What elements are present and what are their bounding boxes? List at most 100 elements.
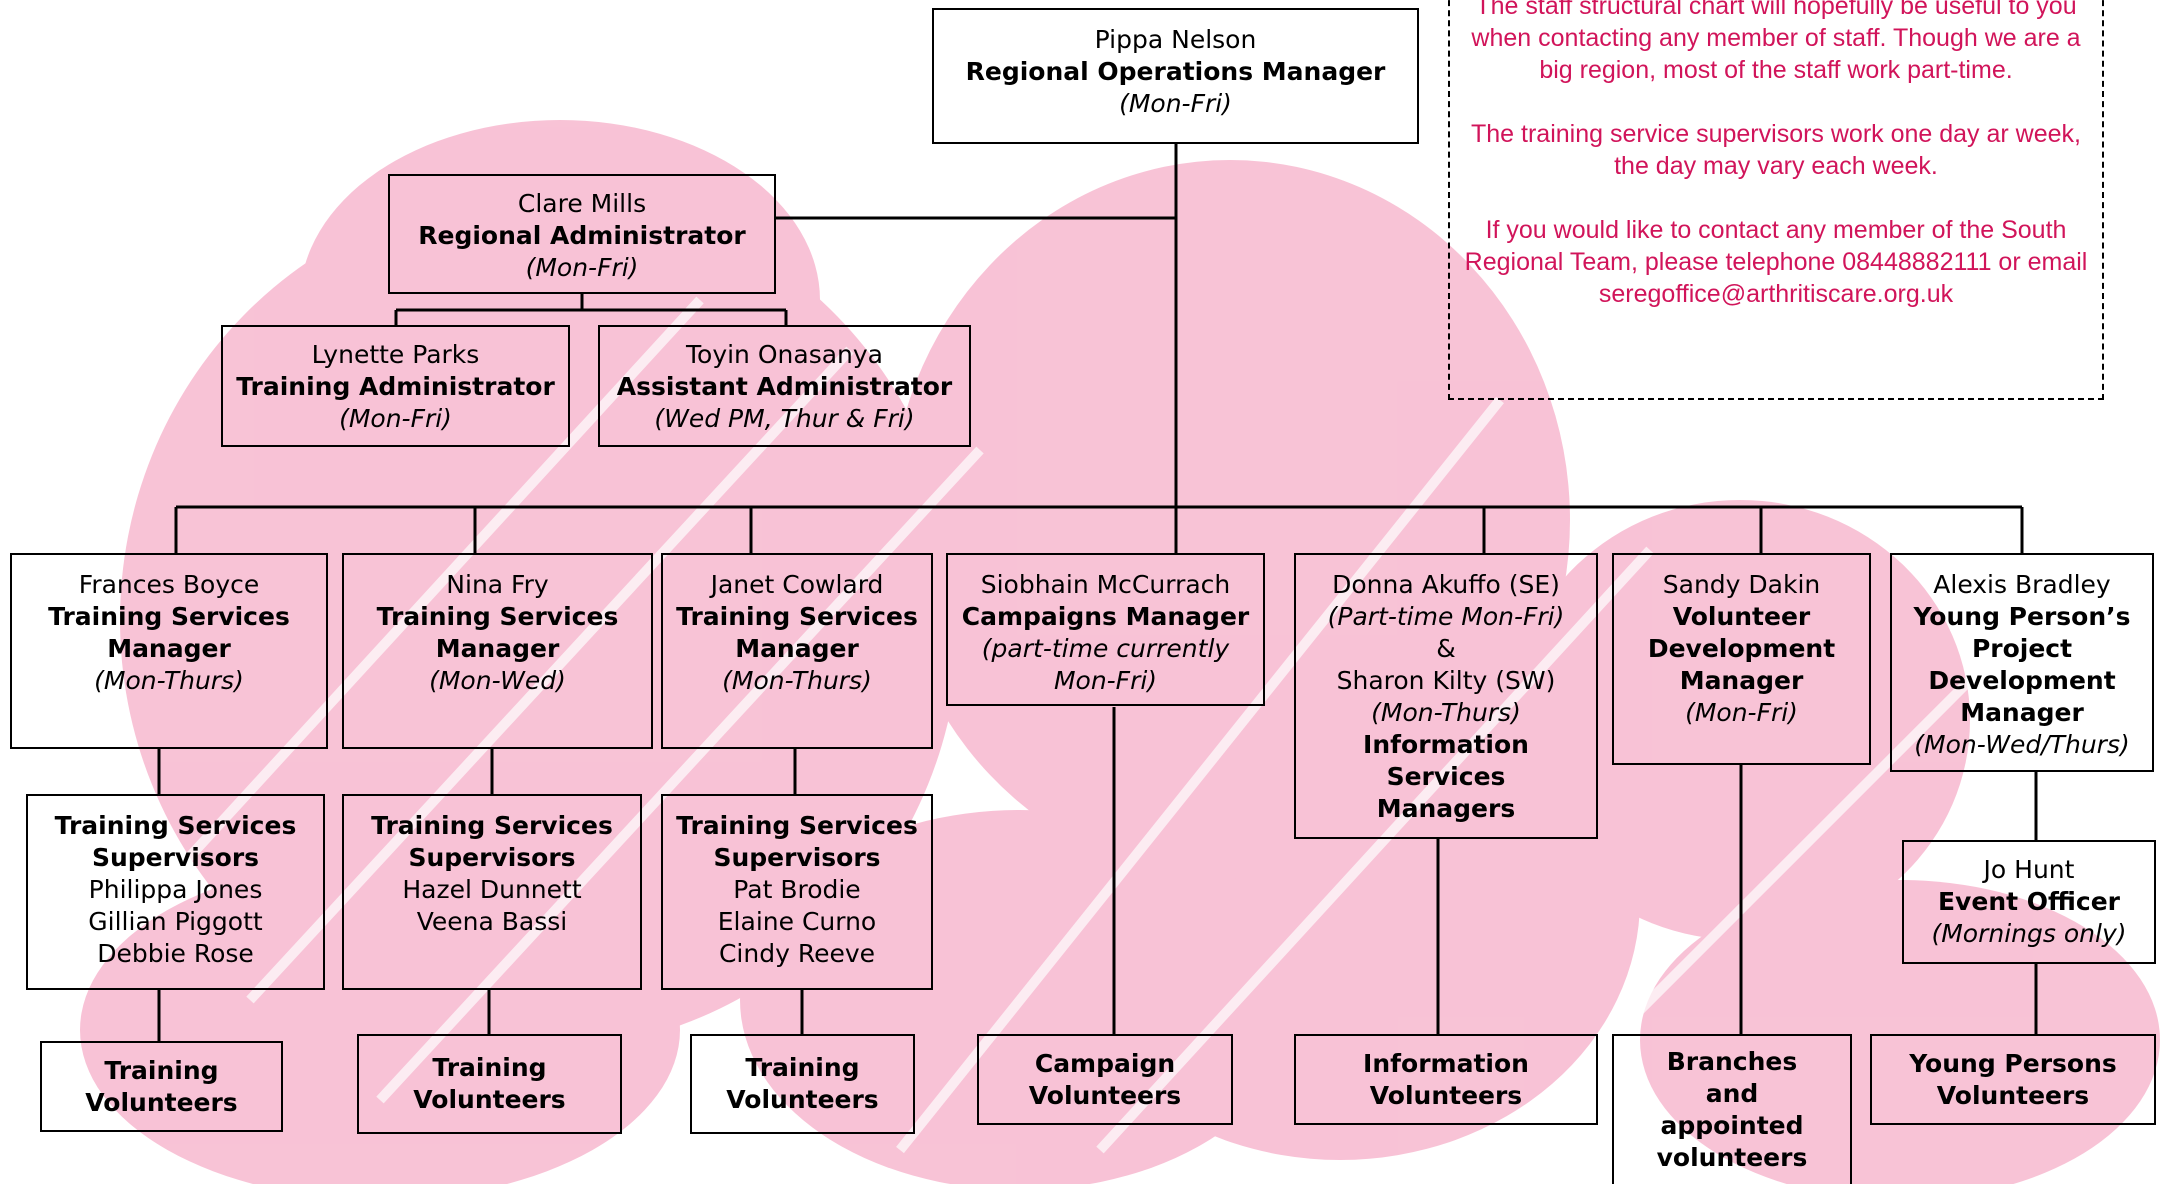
role-title-line: Manager	[735, 634, 859, 663]
manager-box-siobhain-mccurrach: Siobhain McCurrach Campaigns Manager (pa…	[946, 553, 1265, 706]
role-title-line: Training Services	[676, 602, 918, 631]
working-hours-2: (Mon-Thurs)	[1371, 698, 1521, 727]
role-title-line: Manager	[435, 634, 560, 663]
contact-note: The staff structural chart will hopefull…	[1448, 0, 2104, 400]
volunteers-box-campaign: Campaign Volunteers	[977, 1034, 1233, 1125]
volunteers-line: Volunteers	[1369, 1080, 1523, 1110]
role-title-line: Training Services	[54, 811, 297, 840]
note-paragraph-3: If you would like to contact any member …	[1464, 216, 2088, 308]
person-name: Pippa Nelson	[1094, 25, 1257, 54]
supervisor-name: Hazel Dunnett	[402, 875, 582, 904]
person-name: Janet Cowlard	[710, 570, 884, 599]
manager-box-janet-cowlard: Janet Cowlard Training Services Manager …	[661, 553, 933, 749]
supervisor-name: Debbie Rose	[97, 939, 254, 968]
volunteers-line: Information	[1363, 1048, 1529, 1078]
person-name: Sandy Dakin	[1662, 570, 1821, 599]
manager-box-nina-fry: Nina Fry Training Services Manager (Mon-…	[342, 553, 653, 749]
person-name: Lynette Parks	[311, 340, 480, 369]
person-name: Toyin Onasanya	[686, 340, 883, 369]
role-title-line: Services	[1386, 762, 1506, 791]
working-hours: (Mon-Fri)	[339, 404, 452, 433]
role-title-line: Campaigns Manager	[961, 602, 1250, 631]
supervisor-name: Gillian Piggott	[88, 907, 263, 936]
supervisor-name: Cindy Reeve	[718, 939, 876, 968]
person-name: Frances Boyce	[78, 570, 260, 599]
working-hours: (Mon-Wed/Thurs)	[1914, 730, 2130, 759]
role-title-line: Development	[1647, 634, 1836, 663]
role-title-line: Development	[1928, 666, 2116, 695]
person-name-2: Sharon Kilty (SW)	[1336, 666, 1556, 695]
volunteers-line: Campaign	[1034, 1048, 1176, 1078]
role-title: Regional Operations Manager	[965, 57, 1386, 86]
volunteers-line: Training	[432, 1053, 547, 1082]
volunteers-line: and	[1705, 1079, 1759, 1108]
volunteers-box-training-3: Training Volunteers	[690, 1034, 915, 1134]
ampersand: &	[1436, 634, 1456, 663]
supervisor-name: Veena Bassi	[416, 907, 568, 936]
role-title: Regional Administrator	[418, 221, 746, 250]
role-title-line: Training Services	[371, 811, 613, 840]
volunteers-box-training-1: Training Volunteers	[40, 1041, 283, 1132]
volunteers-line: Volunteers	[413, 1085, 566, 1114]
role-title-line: Training Services	[48, 602, 290, 631]
role-title-line: Training Services	[676, 811, 918, 840]
person-name: Clare Mills	[517, 189, 647, 218]
manager-box-sandy-dakin: Sandy Dakin Volunteer Development Manage…	[1612, 553, 1871, 765]
role-title-line: Supervisors	[408, 843, 576, 872]
working-hours: (Mon-Thurs)	[722, 666, 872, 695]
role-title-line: Young Person’s	[1913, 602, 2131, 631]
supervisor-name: Pat Brodie	[733, 875, 861, 904]
volunteers-line: Volunteers	[1028, 1080, 1182, 1110]
person-name: Alexis Bradley	[1933, 570, 2111, 599]
role-title-line: Volunteer	[1672, 602, 1811, 631]
role-title: Training Administrator	[236, 372, 555, 401]
volunteers-line: volunteers	[1656, 1143, 1808, 1172]
supervisors-box-3: Training Services Supervisors Pat Brodie…	[661, 794, 933, 990]
note-paragraph-1: The staff structural chart will hopefull…	[1471, 0, 2081, 84]
role-title-line: Supervisors	[91, 843, 260, 872]
regional-operations-manager-box: Pippa Nelson Regional Operations Manager…	[932, 8, 1419, 144]
working-hours: (Wed PM, Thur & Fri)	[654, 404, 915, 433]
supervisors-box-2: Training Services Supervisors Hazel Dunn…	[342, 794, 642, 990]
role-title-line: Managers	[1376, 794, 1516, 823]
volunteers-line: Volunteers	[85, 1087, 238, 1117]
supervisor-name: Philippa Jones	[88, 875, 263, 904]
supervisors-box-1: Training Services Supervisors Philippa J…	[26, 794, 325, 990]
volunteers-line: appointed	[1660, 1111, 1804, 1140]
volunteers-line: Volunteers	[726, 1085, 879, 1114]
person-name: Donna Akuffo (SE)	[1332, 570, 1560, 599]
role-title-line: Information	[1363, 730, 1529, 759]
volunteers-line: Training	[104, 1055, 219, 1085]
person-name: Siobhain McCurrach	[980, 570, 1231, 599]
person-name: Jo Hunt	[1983, 855, 2075, 884]
manager-box-frances-boyce: Frances Boyce Training Services Manager …	[10, 553, 328, 749]
working-hours: (Mon-Fri)	[1685, 698, 1798, 727]
regional-administrator-box: Clare Mills Regional Administrator (Mon-…	[388, 174, 776, 294]
working-hours: (Part-time Mon-Fri)	[1327, 602, 1565, 631]
working-hours: (Mornings only)	[1931, 919, 2127, 948]
working-hours-line: Mon-Fri)	[1053, 666, 1158, 695]
volunteers-line: Young Persons	[1909, 1048, 2117, 1078]
working-hours-line: (part-time currently	[981, 634, 1230, 663]
volunteers-line: Branches	[1666, 1047, 1798, 1076]
volunteers-box-training-2: Training Volunteers	[357, 1034, 622, 1134]
role-title-line: Manager	[1960, 698, 2084, 727]
role-title: Assistant Administrator	[616, 372, 953, 401]
working-hours: (Mon-Thurs)	[94, 666, 244, 695]
role-title-line: Manager	[107, 634, 231, 663]
volunteers-box-information: Information Volunteers	[1294, 1034, 1598, 1125]
working-hours: (Mon-Fri)	[1119, 89, 1232, 118]
volunteers-line: Volunteers	[1936, 1080, 2090, 1110]
working-hours: (Mon-Fri)	[525, 253, 639, 282]
assistant-administrator-box: Toyin Onasanya Assistant Administrator (…	[598, 325, 971, 447]
training-administrator-box: Lynette Parks Training Administrator (Mo…	[221, 325, 570, 447]
volunteers-box-young-persons: Young Persons Volunteers	[1870, 1034, 2156, 1125]
role-title: Event Officer	[1937, 887, 2121, 916]
note-paragraph-2: The training service supervisors work on…	[1471, 120, 2081, 180]
role-title-line: Manager	[1679, 666, 1804, 695]
volunteers-line: Training	[745, 1053, 860, 1082]
supervisor-name: Elaine Curno	[717, 907, 877, 936]
volunteers-box-branches: Branches and appointed volunteers	[1612, 1034, 1852, 1184]
